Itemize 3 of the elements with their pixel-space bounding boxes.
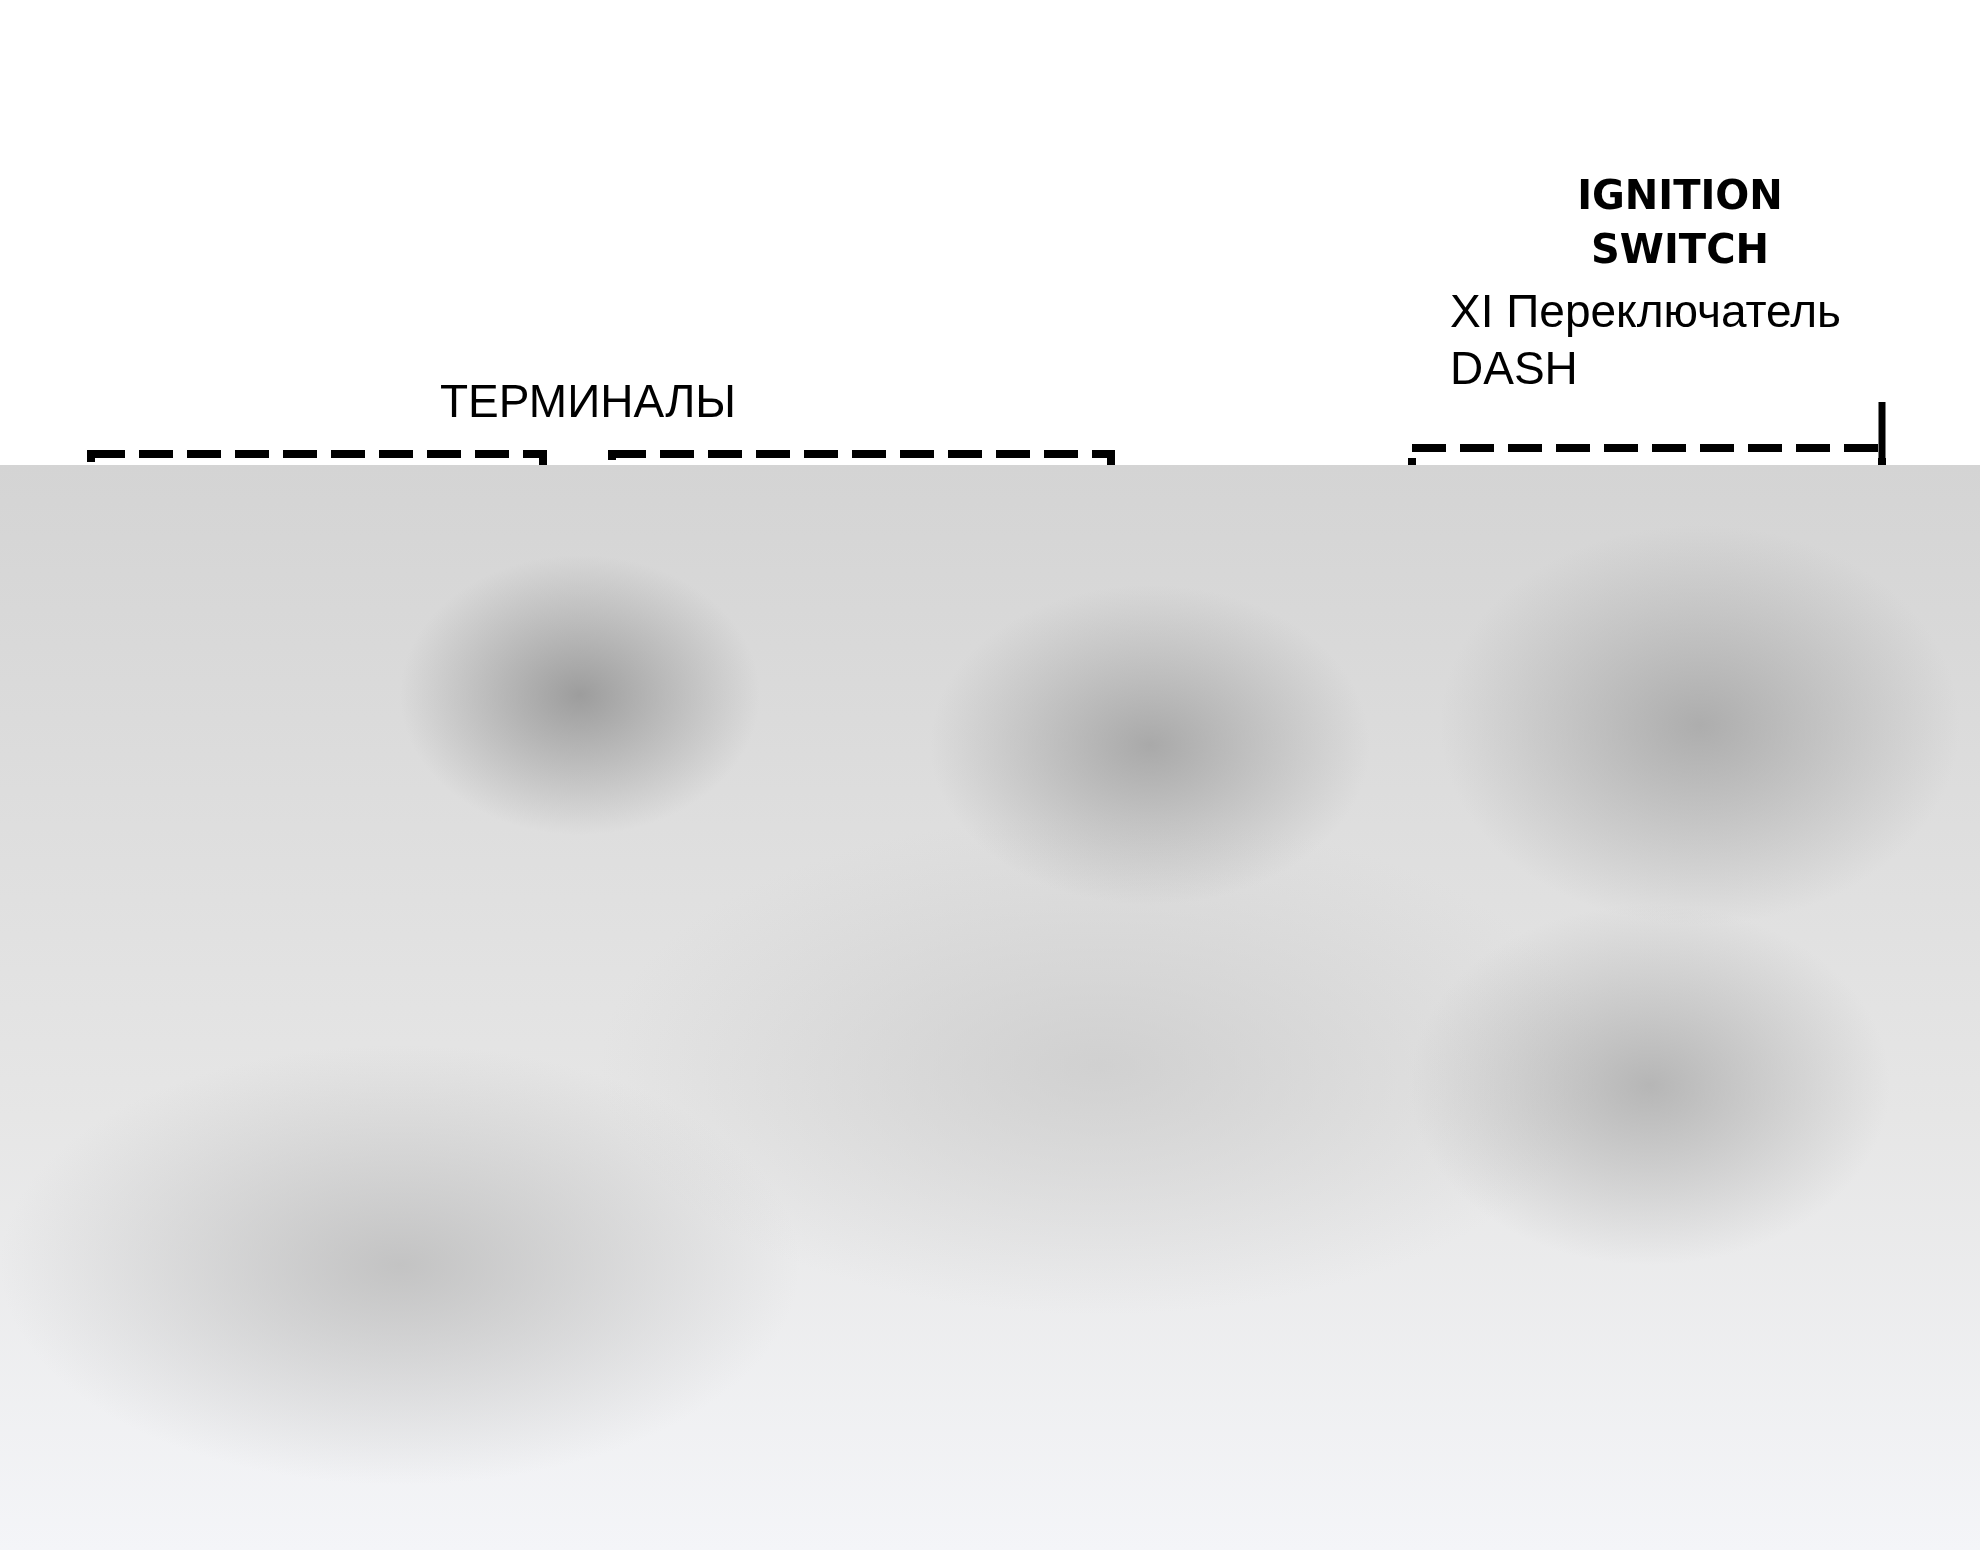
group-heading: ТЕРМИНАЛЫ: [438, 374, 738, 429]
component-title: IGNITION SWITCH: [1576, 171, 1784, 274]
component-label: XI Переключатель DASH: [1450, 284, 1842, 396]
